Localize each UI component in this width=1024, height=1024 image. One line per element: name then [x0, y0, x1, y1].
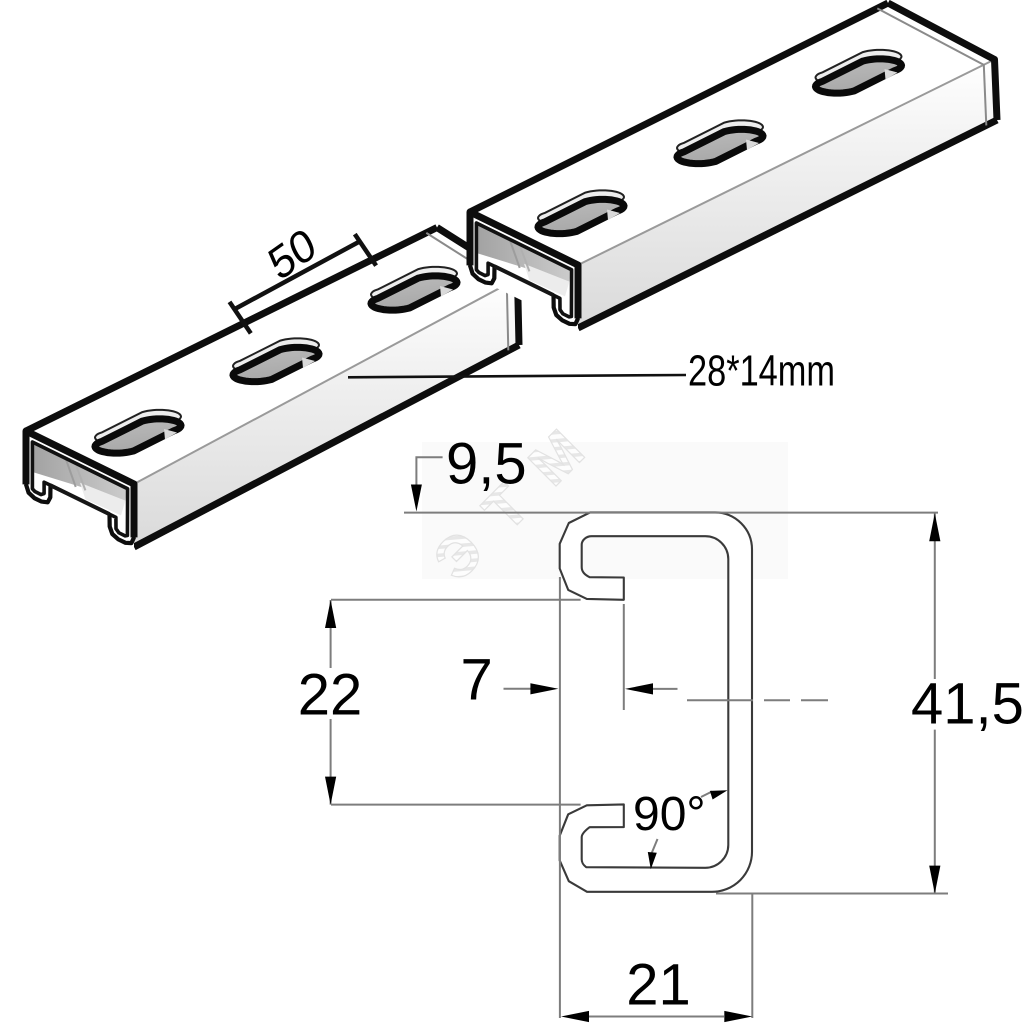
svg-text:22: 22	[298, 663, 363, 728]
svg-text:21: 21	[626, 953, 691, 1018]
svg-text:90°: 90°	[633, 788, 706, 841]
svg-text:9,5: 9,5	[446, 431, 527, 496]
svg-text:41,5: 41,5	[911, 672, 1024, 737]
svg-text:28*14mm: 28*14mm	[688, 347, 835, 396]
svg-text:7: 7	[461, 648, 493, 713]
svg-text:50: 50	[261, 219, 323, 291]
